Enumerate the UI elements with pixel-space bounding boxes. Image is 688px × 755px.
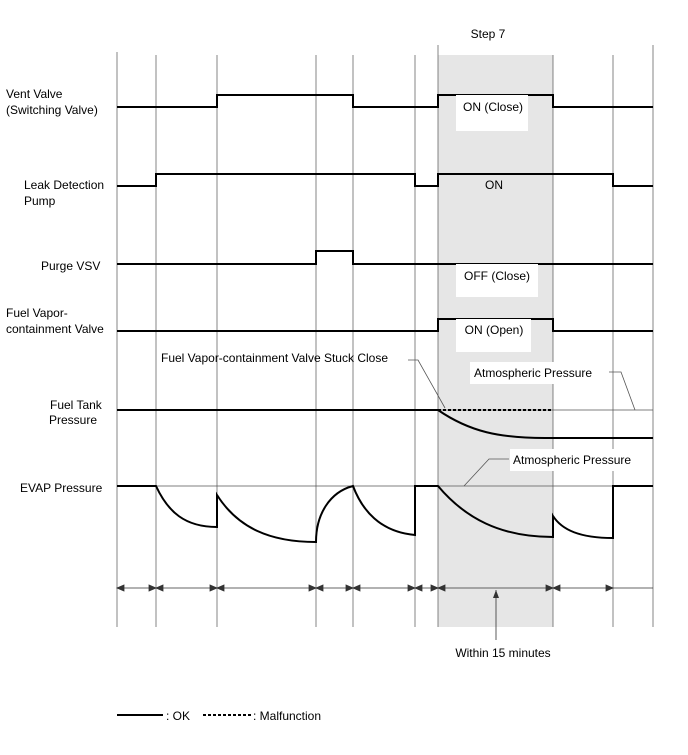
- duration-pointer-arrow: [493, 590, 499, 598]
- evap-pressure-label: EVAP Pressure: [20, 481, 103, 495]
- time-guide-lines: [116, 45, 654, 627]
- leak-pump-label-2: Pump: [24, 194, 56, 208]
- fuel-vapor-valve-label-2: containment Valve: [6, 322, 104, 336]
- stuck-close-leader: [408, 359, 446, 409]
- atmospheric-pressure-evap: Atmospheric Pressure: [513, 453, 631, 467]
- fuel-vapor-valve-signal: [117, 318, 653, 332]
- atmos-evap-bg: [510, 449, 644, 471]
- atmos-tank-bg: [470, 362, 606, 384]
- vent-valve-state: ON (Close): [463, 100, 523, 114]
- fuel-tank-label-1: Fuel Tank: [50, 398, 103, 412]
- vent-valve-label-1: Vent Valve: [6, 87, 63, 101]
- fuel-vapor-state-bg: [456, 319, 531, 352]
- purge-vsv-state: OFF (Close): [464, 269, 530, 283]
- atmos-evap-leader: [463, 458, 509, 487]
- vent-valve-label-2: (Switching Valve): [6, 103, 98, 117]
- purge-vsv-label: Purge VSV: [41, 259, 100, 273]
- atmos-tank-leader: [609, 371, 636, 411]
- vent-state-bg: [456, 95, 528, 131]
- duration-label: Within 15 minutes: [455, 646, 550, 660]
- fuel-vapor-valve-label-1: Fuel Vapor-: [6, 306, 68, 320]
- purge-state-bg: [456, 264, 538, 297]
- stuck-close-annotation: Fuel Vapor-containment Valve Stuck Close: [161, 351, 388, 365]
- purge-vsv-signal: [117, 250, 653, 265]
- leak-pump-signal: [117, 173, 653, 187]
- leak-pump-state: ON: [485, 178, 503, 192]
- step-label: Step 7: [471, 27, 506, 41]
- fuel-tank-label-2: Pressure: [49, 413, 97, 427]
- vent-valve-signal: [117, 94, 653, 108]
- fuel-tank-pressure-signal: [117, 409, 653, 439]
- legend-ok-label: : OK: [166, 709, 190, 723]
- duration-arrows: [115, 584, 653, 592]
- fuel-vapor-valve-state: ON (Open): [465, 323, 524, 337]
- atmospheric-pressure-tank: Atmospheric Pressure: [474, 366, 592, 380]
- leak-pump-label-1: Leak Detection: [24, 178, 104, 192]
- legend-malfunction-label: : Malfunction: [253, 709, 321, 723]
- evap-pressure-signal: [117, 484, 653, 544]
